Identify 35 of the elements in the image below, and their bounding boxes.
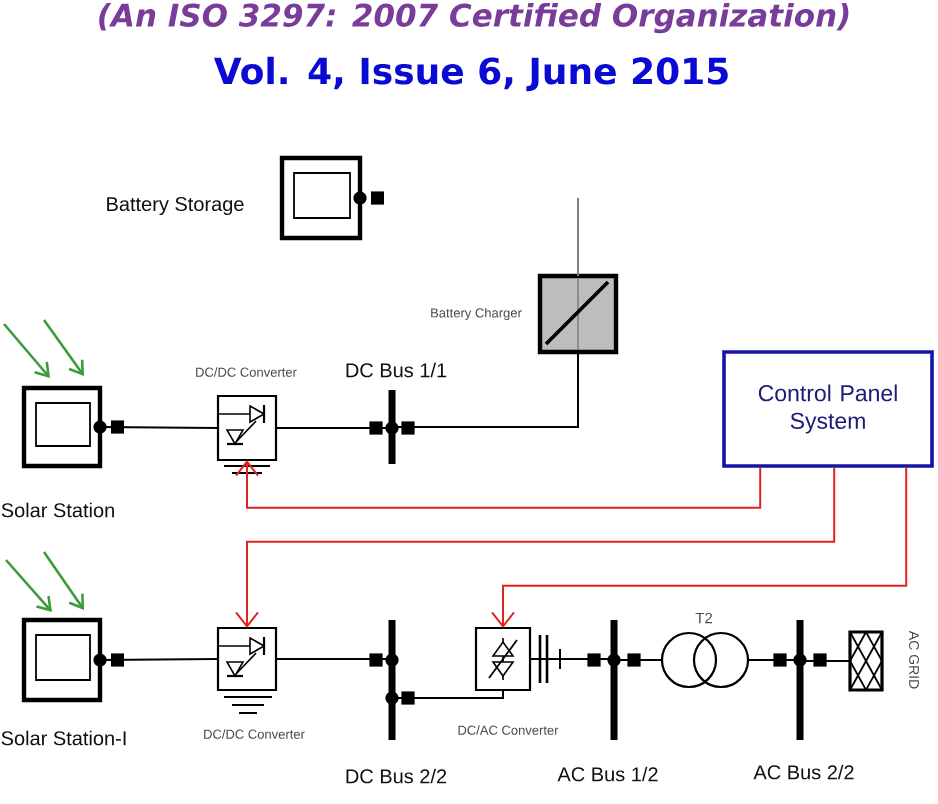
connector-line: [394, 689, 504, 699]
solar-panel-block: [21, 617, 124, 703]
bus-bar: [773, 620, 827, 740]
connector-line: [616, 659, 663, 661]
bus-bar: [369, 620, 415, 740]
header-text: (An ISO 3297: 2007 Certified Organization): [99, 2, 849, 34]
converter-block: [216, 394, 278, 462]
converter-block: [216, 626, 278, 692]
bus-label: AC Bus 1/2: [557, 766, 658, 782]
solar-panel-block: [21, 385, 124, 469]
grid-block: [848, 630, 884, 692]
component-label: Battery Storage: [107, 196, 244, 216]
arrow: [235, 466, 836, 628]
component-label: Solar Station: [1, 502, 114, 518]
transformer-symbol: [660, 631, 750, 689]
charger-block: [537, 273, 619, 355]
connector-line: [747, 659, 798, 661]
component-label: Solar Station-I: [1, 730, 126, 746]
bus-label: DC Bus 1/1: [346, 362, 447, 378]
header-text: Vol. 4, Issue 6, June 2015: [213, 56, 728, 92]
connector-line: [394, 351, 579, 428]
bus-label: DC Bus 2/2: [346, 768, 447, 784]
converter-block: [474, 626, 561, 692]
connector-line: [275, 658, 390, 660]
control-panel-box: Control Panel System: [722, 350, 934, 468]
bus-label: AC Bus 2/2: [753, 764, 854, 780]
battery-block: [279, 155, 384, 241]
connector-line: [802, 660, 851, 662]
bus-bar: [587, 620, 641, 740]
bus-bar: [369, 390, 415, 464]
connector-line: [577, 197, 579, 277]
connector-line: [275, 427, 390, 429]
arrow: [491, 466, 908, 628]
arrow: [235, 460, 762, 509]
connector-line: [529, 658, 612, 660]
